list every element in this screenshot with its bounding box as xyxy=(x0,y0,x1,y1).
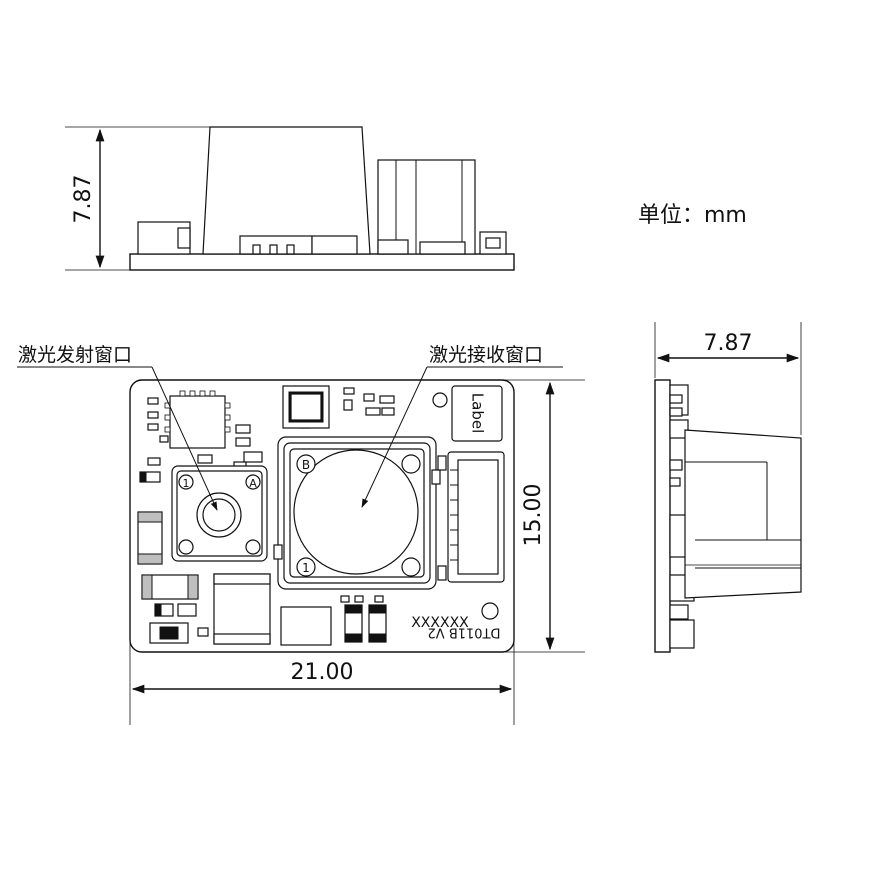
top-left-chip-pins xyxy=(164,390,231,433)
side-width-label: 7.87 xyxy=(704,331,753,356)
front-receiver-block xyxy=(202,126,371,255)
emitter-callout-label: 激光发射窗口 xyxy=(18,344,132,366)
label-box xyxy=(451,385,503,442)
mounting-hole-top xyxy=(432,392,448,408)
side-view: 7.87 xyxy=(654,322,802,653)
bottom-chip xyxy=(280,606,332,646)
model-text: DT011B V2 xyxy=(428,625,501,640)
top-left-chip xyxy=(169,395,226,449)
front-smd-4 xyxy=(377,239,409,255)
bottom-left-parts xyxy=(137,511,209,644)
front-smd-5 xyxy=(419,241,466,255)
inductor-block xyxy=(213,573,271,645)
receiver-mark-bottom: 1 xyxy=(302,561,310,575)
front-smd-3 xyxy=(286,244,295,255)
emitter-callout: 激光发射窗口 xyxy=(17,344,218,511)
receiver-callout: 激光接收窗口 xyxy=(361,344,563,508)
right-connector xyxy=(437,451,505,583)
board-width-label: 21.00 xyxy=(291,660,354,685)
board-view: 21.00 15.00 xyxy=(17,344,585,725)
front-right-connector xyxy=(377,159,476,255)
receiver-mark-top: B xyxy=(302,458,310,472)
receiver-callout-label: 激光接收窗口 xyxy=(429,344,543,366)
mounting-hole-bottom xyxy=(481,602,499,620)
receiver-window: B 1 xyxy=(273,436,441,590)
placeholder-text: XXXXXX xyxy=(411,615,469,631)
emitter-window: 1 A xyxy=(171,465,268,562)
bottom-resistors xyxy=(340,595,387,643)
left-small-parts xyxy=(139,397,169,483)
front-height-label: 7.87 xyxy=(71,175,96,224)
front-view: 7.87 xyxy=(65,126,515,271)
side-receiver-block xyxy=(684,429,802,599)
emitter-mark-right: A xyxy=(249,477,257,490)
front-smd-2 xyxy=(269,244,278,255)
emitter-mark-left: 1 xyxy=(183,477,190,490)
front-left-connector-tab xyxy=(177,227,191,249)
front-smd-1 xyxy=(252,244,261,255)
side-pcb xyxy=(654,379,671,653)
front-pcb xyxy=(129,253,515,271)
front-chip xyxy=(311,235,358,255)
unit-label: 单位：mm xyxy=(638,203,747,228)
board-height-label: 15.00 xyxy=(521,484,546,547)
label-text: Label xyxy=(469,393,487,433)
